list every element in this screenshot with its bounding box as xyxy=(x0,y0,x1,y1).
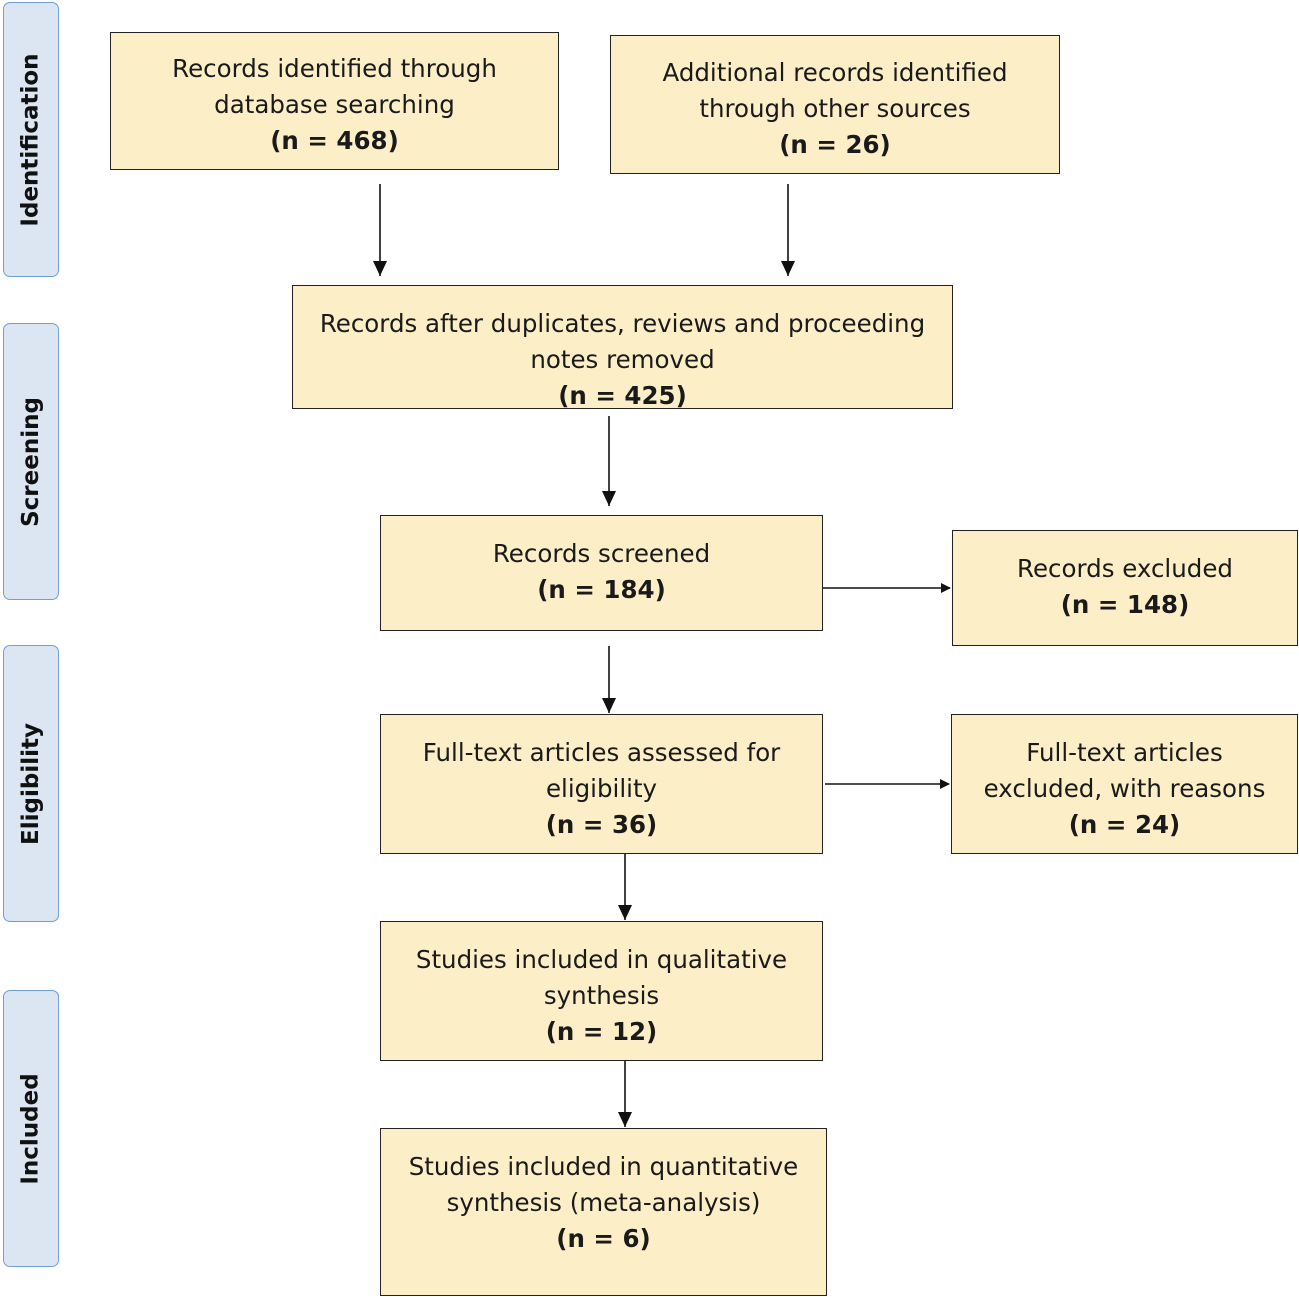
box-other-sources: Additional records identified through ot… xyxy=(610,35,1060,174)
stage-included: Included xyxy=(3,990,59,1267)
box-quantitative-count: (n = 6) xyxy=(556,1224,651,1253)
box-fulltext-assessed-line2: eligibility xyxy=(545,774,658,803)
box-database-line2: database searching xyxy=(214,90,455,119)
box-quantitative-line2: synthesis (meta-analysis) xyxy=(446,1188,761,1217)
box-qualitative-line2: synthesis xyxy=(543,981,660,1010)
box-database-count: (n = 468) xyxy=(270,126,399,155)
box-fulltext-assessed: Full-text articles assessed for eligibil… xyxy=(380,714,823,854)
box-database-line1: Records identified through xyxy=(172,54,497,83)
stage-screening: Screening xyxy=(3,323,59,600)
box-records-excluded-count: (n = 148) xyxy=(1060,590,1190,619)
box-records-screened-line1: Records screened xyxy=(492,539,711,568)
box-records-screened: Records screened (n = 184) xyxy=(380,515,823,631)
box-fulltext-assessed-count: (n = 36) xyxy=(545,810,658,839)
box-other-sources-line1: Additional records identified xyxy=(662,58,1008,87)
box-after-duplicates-line2: notes removed xyxy=(530,345,715,374)
box-database-searching: Records identified through database sear… xyxy=(110,32,559,170)
box-records-excluded: Records excluded (n = 148) xyxy=(952,530,1298,646)
box-after-duplicates-count: (n = 425) xyxy=(558,381,687,410)
box-quantitative-synthesis: Studies included in quantitative synthes… xyxy=(380,1128,827,1296)
box-records-screened-count: (n = 184) xyxy=(537,575,666,604)
box-quantitative-line1: Studies included in quantitative xyxy=(408,1152,799,1181)
stage-eligibility: Eligibility xyxy=(3,645,59,922)
box-other-sources-count: (n = 26) xyxy=(779,130,891,159)
box-records-excluded-line1: Records excluded xyxy=(1017,554,1233,583)
box-after-duplicates: Records after duplicates, reviews and pr… xyxy=(292,285,953,410)
box-fulltext-excluded: Full-text articles excluded, with reason… xyxy=(951,714,1298,854)
box-qualitative-count: (n = 12) xyxy=(545,1017,658,1046)
box-qualitative-line1: Studies included in qualitative xyxy=(415,945,788,974)
box-fulltext-excluded-line1: Full-text articles xyxy=(1026,738,1223,767)
box-qualitative-synthesis: Studies included in qualitative synthesi… xyxy=(380,921,823,1061)
box-fulltext-assessed-line1: Full-text articles assessed for xyxy=(422,738,781,767)
stage-identification: Identification xyxy=(3,2,59,277)
box-fulltext-excluded-count: (n = 24) xyxy=(1068,810,1181,839)
box-after-duplicates-line1: Records after duplicates, reviews and pr… xyxy=(319,309,926,338)
box-fulltext-excluded-line2: excluded, with reasons xyxy=(983,774,1266,803)
box-other-sources-line2: through other sources xyxy=(699,94,971,123)
